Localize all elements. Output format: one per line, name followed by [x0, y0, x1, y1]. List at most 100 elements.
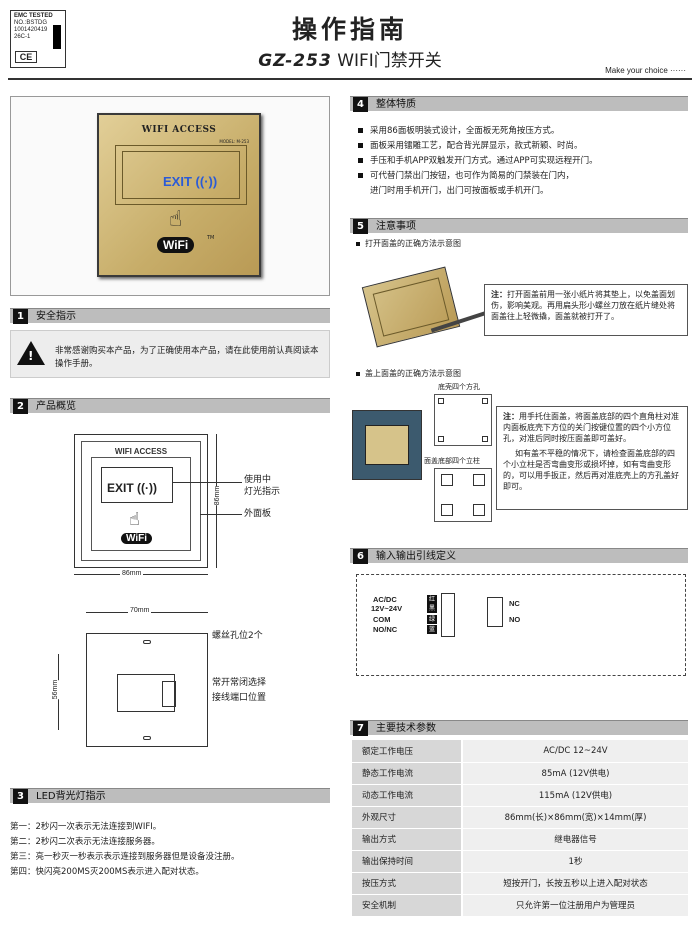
spec-value: 短按开门，长按五秒以上进入配对状态 — [462, 872, 688, 895]
feature-continuation: 进门时用手机开门，出门可按面板或手机开门。 — [370, 186, 549, 196]
section-label: 安全指示 — [36, 311, 76, 322]
note-title: 注： — [491, 290, 507, 299]
section-number: 1 — [13, 309, 28, 324]
close-cover-photo — [352, 410, 422, 480]
output-label: NO — [509, 615, 521, 624]
label-cover-pins: 面盖底部四个立柱 — [424, 458, 480, 465]
wire-color-tag: 红 — [427, 595, 437, 604]
model-number: GZ-253 — [258, 51, 332, 71]
section-label: 整体特质 — [376, 99, 416, 110]
ce-mark: CE — [15, 51, 37, 63]
spec-value: 1秒 — [462, 850, 688, 873]
feature-item: 采用86面板明装式设计，全面板无死角按压方式。 — [358, 124, 688, 139]
cover-pin — [441, 504, 453, 516]
display-inner: EXIT ((·)) — [122, 151, 240, 199]
label-terminal-position: 接线端口位置 — [212, 693, 267, 703]
section-5-header: 5 注意事项 — [350, 218, 688, 234]
spec-key: 外观尺寸 — [352, 806, 463, 829]
terminal-port — [162, 681, 176, 707]
hand-press-icon: ☝ — [129, 509, 140, 530]
height-dimension: 86mm — [214, 485, 222, 506]
section-7-header: 7 主要技术参数 — [350, 720, 688, 736]
wire-label: 12V~24V — [371, 604, 403, 613]
section-label: 主要技术参数 — [376, 723, 436, 734]
note-text: 用手托住面盖，将面盖底部的四个直角柱对准内面板底壳下方位的关门按键位置的四个小方… — [503, 412, 679, 443]
close-cover-note: 注：用手托住面盖，将面盖底部的四个直角柱对准内面板底壳下方位的关门按键位置的四个… — [496, 406, 688, 510]
open-cover-illustration — [361, 266, 461, 348]
label-bottom-holes: 底壳四个方孔 — [438, 384, 480, 391]
page-title: 操作指南 — [291, 15, 408, 44]
spec-key: 输出保持时间 — [352, 850, 463, 873]
open-cover-heading: 打开面盖的正确方法示意图 — [356, 238, 461, 249]
plate-title: WIFI ACCESS — [141, 125, 217, 135]
section-number: 6 — [353, 549, 368, 564]
leader-line-light — [172, 482, 242, 483]
led-line: 第二：2秒闪二次表示无法连接服务器。 — [10, 837, 160, 847]
section-label: LED背光灯指示 — [36, 791, 106, 802]
bullet-icon — [358, 128, 363, 133]
square-hole — [482, 398, 488, 404]
table-row: 按压方式短按开门，长按五秒以上进入配对状态 — [352, 872, 688, 895]
cover-pin — [473, 474, 485, 486]
section-number: 3 — [13, 789, 28, 804]
emc-line: NO.:BSTDG — [14, 20, 48, 26]
spec-key: 动态工作电流 — [352, 784, 463, 807]
wifi-badge: WiFi — [121, 533, 153, 544]
section-4-header: 4 整体特质 — [350, 96, 688, 112]
back-height-dimension: 56mm — [52, 679, 60, 700]
section-2-header: 2 产品概览 — [10, 398, 330, 414]
section-number: 7 — [353, 721, 368, 736]
emc-certification-badge: EMC TESTED NO.:BSTDG 1001420419 26C-1 CE — [10, 10, 66, 68]
bullet-icon — [358, 158, 363, 163]
section-number: 2 — [13, 399, 28, 414]
label-screw-holes: 螺丝孔位2个 — [212, 631, 263, 641]
emc-line: 1001420419 — [14, 27, 48, 33]
close-cover-heading: 盖上面盖的正确方法示意图 — [356, 368, 461, 379]
section-label: 注意事项 — [376, 221, 416, 232]
section-label: 输入输出引线定义 — [376, 551, 456, 562]
section-number: 5 — [353, 219, 368, 234]
led-indicator-list: 第一：2秒闪一次表示无法连接到WIFI。 第二：2秒闪二次表示无法连接服务器。 … — [10, 820, 330, 880]
display-box — [101, 467, 173, 503]
header-divider — [8, 78, 692, 80]
note-text: 如有盖不平稳的情况下，请检查面盖底部的四个小立柱是否弯曲变形或损坏掉，如有弯曲变… — [503, 449, 679, 491]
square-hole — [482, 436, 488, 442]
cover-in-hand — [365, 425, 409, 465]
spec-value: 86mm(长)×86mm(宽)×14mm(厚) — [462, 806, 688, 829]
slogan: Make your choice ······ — [605, 66, 686, 75]
hand-signal-icon: ((·)) — [195, 174, 218, 189]
spec-value: 只允许第一位注册用户为管理员 — [462, 894, 688, 917]
front-exit-label: EXIT ((·)) — [107, 481, 157, 495]
emc-line: EMC TESTED — [14, 13, 53, 19]
display-window: EXIT ((·)) — [115, 145, 247, 205]
square-hole — [438, 436, 444, 442]
spec-key: 输出方式 — [352, 828, 463, 851]
wire-color-tag: 蓝 — [427, 625, 437, 634]
wifi-badge: WiFi — [157, 237, 195, 253]
screw-hole — [143, 640, 151, 644]
spec-key: 按压方式 — [352, 872, 463, 895]
safety-notice: ! 非常感谢购买本产品，为了正确使用本产品，请在此使用前认真阅读本操作手册。 — [10, 330, 330, 378]
safety-text: 非常感谢购买本产品，为了正确使用本产品，请在此使用前认真阅读本操作手册。 — [55, 346, 319, 369]
front-view-diagram: WIFI ACCESS EXIT ((·)) ☝ WiFi — [74, 434, 208, 568]
leader-line-panel — [200, 514, 242, 515]
back-width-dimension: 70mm — [128, 607, 152, 614]
page-subtitle: GZ-253 WIFI门禁开关 — [0, 46, 700, 71]
wire-label: COM — [373, 615, 391, 624]
wire-label: AC/DC — [373, 595, 397, 604]
label-light-indicator: 使用中 灯光指示 — [244, 475, 281, 497]
square-hole — [438, 398, 444, 404]
inner-frame — [91, 457, 191, 551]
product-photo: WIFI ACCESS MODEL: M-253 EXIT ((·)) ☝ Wi… — [10, 96, 330, 296]
section-number: 4 — [353, 97, 368, 112]
product-name: WIFI门禁开关 — [337, 51, 442, 71]
spec-key: 安全机制 — [352, 894, 463, 917]
section-label: 产品概览 — [36, 401, 76, 412]
spec-value: 85mA (12V供电) — [462, 762, 688, 785]
hand-press-icon: ☝ — [169, 207, 183, 232]
